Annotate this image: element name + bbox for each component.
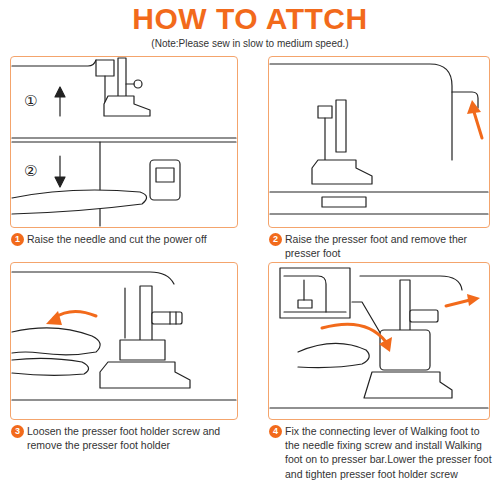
- foot-holder: [120, 340, 165, 360]
- thumb: [12, 328, 100, 355]
- callout-number: ①: [24, 94, 37, 109]
- presser-bar: [140, 286, 152, 342]
- panel-frame: [10, 262, 238, 420]
- inset-bed: [284, 311, 346, 312]
- holder-screw: [152, 312, 182, 324]
- step-panel: Raise the needle and cut the power off: [10, 56, 246, 246]
- step-panel: Fix the connecting lever of Walking foot…: [268, 262, 494, 481]
- panel-frame: [10, 56, 238, 228]
- arrow-head: [55, 177, 65, 187]
- presser-foot: [100, 362, 190, 388]
- step-panel: Loosen the presser foot holder screw and…: [10, 262, 246, 452]
- step-number: 4: [269, 425, 282, 438]
- holder-screw: [134, 80, 142, 88]
- machine-bed: [12, 141, 236, 142]
- arrow-head: [55, 87, 65, 97]
- screw-ridge: [175, 312, 176, 324]
- inset-machine: [284, 276, 326, 312]
- step-number: 1: [11, 233, 24, 246]
- power-switch: [150, 160, 180, 200]
- presser-bar: [400, 280, 410, 332]
- caption-note: (Note:Please sew in slow to medium speed…: [0, 38, 500, 49]
- presser-foot: [104, 96, 150, 116]
- orange-arrow: [474, 112, 482, 138]
- finger: [12, 358, 89, 375]
- walking-foot-sole: [364, 372, 452, 398]
- machine-bed: [12, 399, 236, 400]
- arrow-head: [467, 100, 481, 114]
- connecting-lever: [352, 302, 382, 336]
- needle: [124, 288, 125, 338]
- walking-foot: [380, 330, 430, 370]
- step-number: 3: [11, 425, 24, 438]
- arrow-head: [379, 337, 392, 352]
- machine-arm: [270, 64, 452, 160]
- machine-bed: [12, 137, 236, 138]
- callout-number: ②: [24, 164, 37, 179]
- machine-side: [99, 142, 100, 226]
- needle-clamp: [318, 106, 332, 118]
- step-text: Loosen the presser foot holder screw and…: [10, 424, 246, 452]
- machine-head: [360, 276, 462, 290]
- arrow-head: [46, 311, 62, 325]
- orange-arrow: [322, 324, 386, 342]
- switch-key: [156, 168, 174, 182]
- step-panel: Raise the presser foot and remove ther p…: [268, 56, 494, 260]
- machine-head: [12, 60, 96, 66]
- panel-frame: [268, 262, 490, 420]
- inset-needle: [303, 280, 304, 300]
- arrow-head: [467, 294, 480, 306]
- step-text: Fix the connecting lever of Walking foot…: [268, 424, 494, 481]
- machine-bed: [270, 191, 488, 192]
- machine-bed: [270, 213, 488, 214]
- step-number: 2: [269, 233, 282, 246]
- needle-clamp: [96, 60, 114, 76]
- machine-bed: [270, 407, 488, 408]
- hand: [298, 343, 369, 367]
- presser-bar: [336, 100, 346, 152]
- arrow-up: [59, 96, 60, 116]
- title: HOW TO ATTCH: [0, 2, 500, 36]
- presser-bar: [118, 58, 126, 98]
- screw-ridge: [169, 312, 170, 324]
- inset-view: [280, 268, 350, 318]
- machine-head: [12, 272, 174, 284]
- finger: [12, 190, 147, 214]
- step-text: Raise the presser foot and remove ther p…: [268, 232, 494, 260]
- panel-frame: [268, 56, 490, 228]
- needle-plate: [322, 197, 366, 207]
- orange-arrow: [446, 300, 470, 306]
- inset-foot: [298, 300, 312, 308]
- arrow-down: [59, 156, 60, 178]
- screw-shaft: [126, 83, 134, 84]
- step-text: Raise the needle and cut the power off: [10, 232, 246, 246]
- presser-foot: [312, 160, 372, 184]
- holder-screw: [410, 310, 438, 322]
- orange-arrow: [54, 311, 96, 318]
